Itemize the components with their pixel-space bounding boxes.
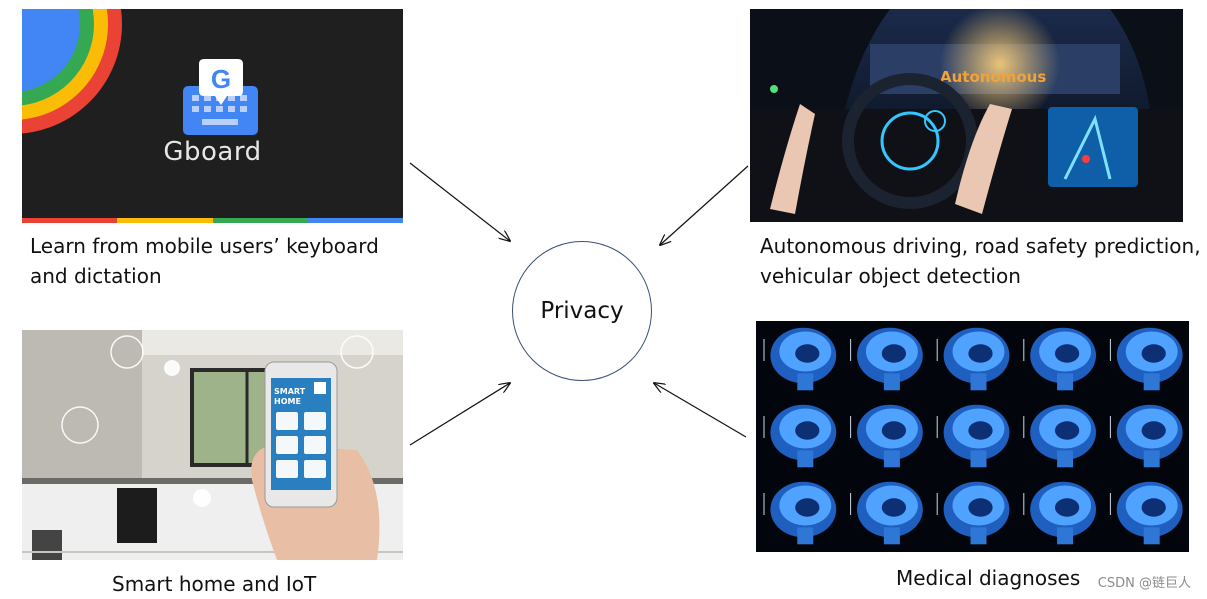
mri-scan bbox=[936, 327, 1010, 391]
smart-home-image: SMART HOME bbox=[22, 330, 403, 560]
driving-caption-line2: vehicular object detection bbox=[760, 264, 1021, 288]
medical-mri-image bbox=[756, 321, 1189, 552]
phone-text-line2: HOME bbox=[274, 397, 301, 406]
mri-scan bbox=[1023, 481, 1097, 545]
mri-scan bbox=[850, 327, 923, 391]
mri-scan bbox=[763, 481, 837, 545]
mri-scan bbox=[1023, 327, 1097, 391]
mri-scan bbox=[1109, 404, 1183, 468]
svg-text:G: G bbox=[211, 64, 231, 94]
gboard-logo-text: Gboard bbox=[163, 137, 262, 167]
driving-caption-line1: Autonomous driving, road safety predicti… bbox=[760, 234, 1201, 258]
watermark: CSDN @链巨人 bbox=[1097, 576, 1191, 591]
arrow-from-driving bbox=[660, 165, 749, 245]
privacy-label: Privacy bbox=[540, 298, 624, 324]
gboard-caption: Learn from mobile users’ keyboard and di… bbox=[30, 231, 379, 291]
arrow-from-smart-home bbox=[409, 383, 510, 446]
mri-scan bbox=[850, 481, 923, 545]
arrow-from-medical bbox=[654, 383, 747, 438]
smart-home-caption: Smart home and IoT bbox=[112, 572, 317, 596]
mri-scan bbox=[936, 481, 1010, 545]
mri-scan bbox=[1023, 404, 1097, 468]
gboard-caption-line1: Learn from mobile users’ keyboard bbox=[30, 234, 379, 258]
driving-caption: Autonomous driving, road safety predicti… bbox=[760, 231, 1201, 291]
hud-text: Autonomous bbox=[940, 68, 1046, 86]
google-color-strip bbox=[22, 218, 403, 223]
mri-scan bbox=[850, 404, 923, 468]
arrow-from-gboard bbox=[409, 162, 510, 241]
mri-scan bbox=[936, 404, 1010, 468]
autonomous-driving-image: Autonomous bbox=[750, 9, 1183, 222]
gboard-image: G Gboard bbox=[22, 9, 403, 223]
mri-scan bbox=[763, 327, 837, 391]
mri-scan bbox=[1109, 327, 1183, 391]
mri-scan bbox=[763, 404, 837, 468]
medical-caption: Medical diagnoses bbox=[896, 566, 1081, 590]
mri-scan bbox=[1109, 481, 1183, 545]
gboard-keyboard-icon: G bbox=[183, 59, 258, 135]
privacy-node: Privacy bbox=[512, 241, 652, 381]
phone-text-line1: SMART bbox=[274, 387, 306, 396]
gboard-caption-line2: and dictation bbox=[30, 264, 162, 288]
